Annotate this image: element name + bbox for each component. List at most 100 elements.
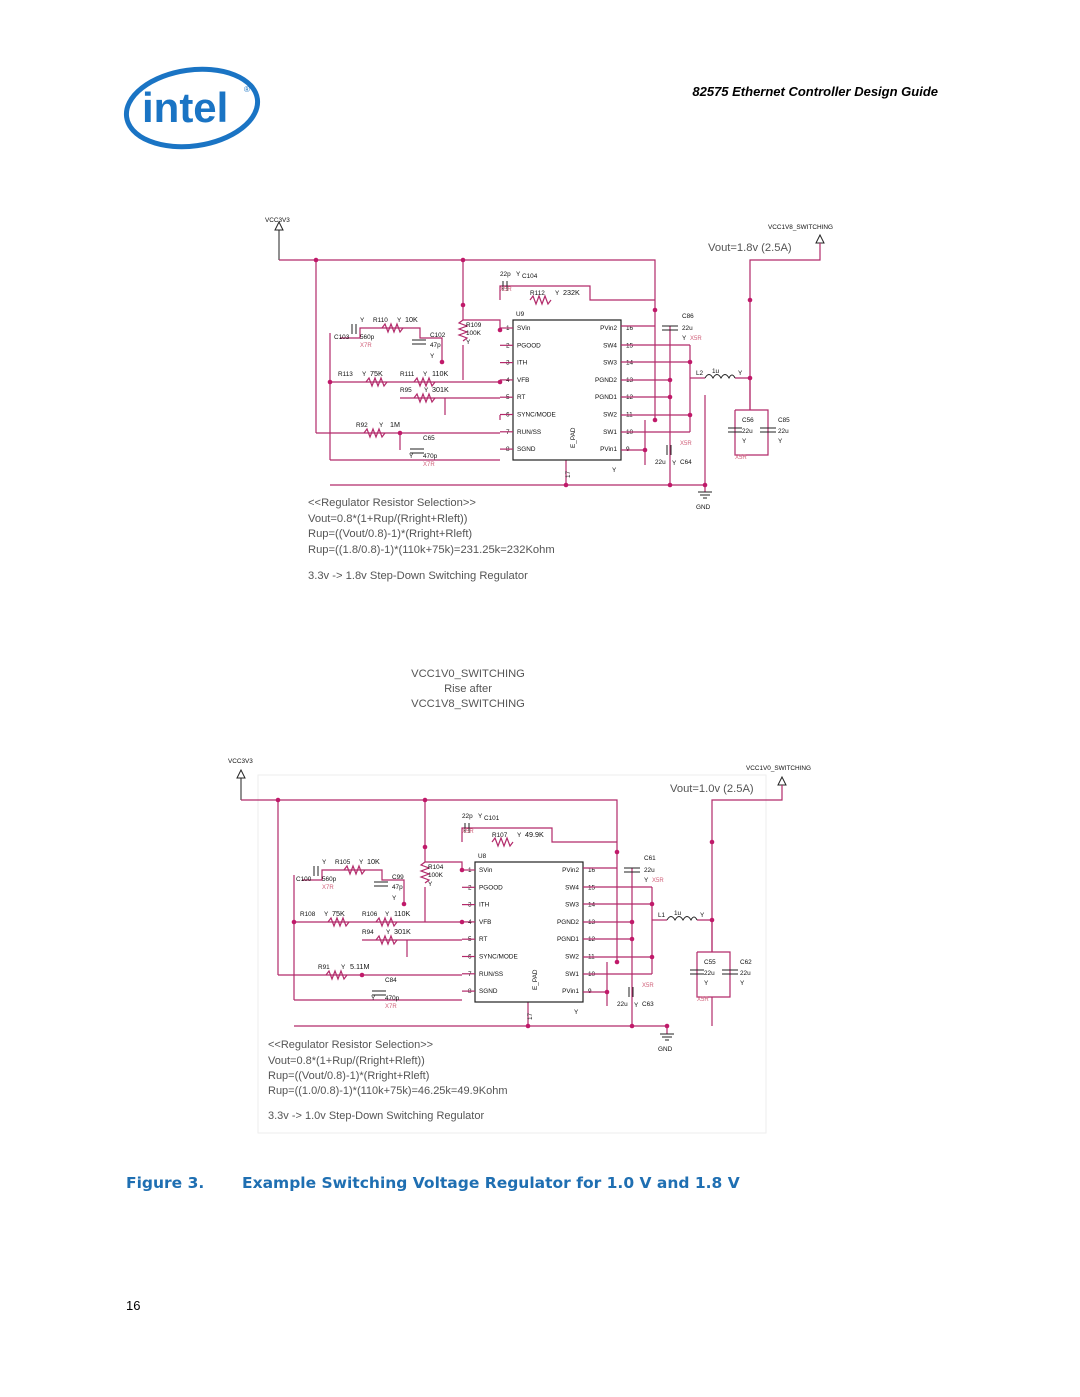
svg-text:22u: 22u xyxy=(644,867,655,874)
svg-text:R111: R111 xyxy=(400,371,415,378)
svg-text:Y: Y xyxy=(324,911,329,918)
svg-text:100K: 100K xyxy=(466,330,482,337)
svg-text:22u: 22u xyxy=(742,428,753,435)
svg-text:Y: Y xyxy=(516,271,521,278)
pin-label-right: PGND1 xyxy=(595,394,617,401)
svg-text:X7R: X7R xyxy=(322,885,334,891)
svg-text:47p: 47p xyxy=(392,884,403,891)
svg-text:Y: Y xyxy=(392,895,397,902)
svg-text:C55: C55 xyxy=(704,959,716,966)
bottom-chip-u8 xyxy=(474,861,584,1003)
svg-text:22p: 22p xyxy=(462,813,473,820)
svg-text:110K: 110K xyxy=(432,369,448,378)
svg-text:470p: 470p xyxy=(385,995,400,1002)
svg-text:75K: 75K xyxy=(332,909,345,918)
pin-label-left: VFB xyxy=(479,919,491,926)
svg-text:10K: 10K xyxy=(367,857,380,866)
svg-text:Y: Y xyxy=(634,1002,639,1009)
bottom-regulator: VCC3V3 VCC1V0_SWITCHING Vout=1.0v (2.5A)… xyxy=(228,758,811,1134)
pin-label-left: VFB xyxy=(517,377,529,384)
svg-text:Y: Y xyxy=(360,317,365,324)
top-note-calc: Rup=((1.8/0.8)-1)*(110k+75k)=231.25k=232… xyxy=(308,544,555,556)
sequence-note-line2: Rise after xyxy=(444,683,492,695)
svg-text:VCC3V3: VCC3V3 xyxy=(228,758,253,765)
svg-text:C63: C63 xyxy=(642,1001,654,1008)
pin-number-right: 16 xyxy=(626,325,634,332)
svg-text:C85: C85 xyxy=(778,417,790,424)
pin-number-right: 14 xyxy=(626,360,634,367)
pin-label-right: PVin2 xyxy=(562,867,579,874)
top-r112-label: R112 xyxy=(530,290,545,297)
svg-text:R94: R94 xyxy=(362,929,374,936)
svg-text:75K: 75K xyxy=(370,369,383,378)
svg-text:110K: 110K xyxy=(394,909,410,918)
svg-text:301K: 301K xyxy=(394,927,411,936)
svg-text:Y: Y xyxy=(778,438,783,445)
pin-label-left: RT xyxy=(479,936,487,943)
pin-label-right: SW1 xyxy=(603,429,617,436)
pin-label-right: SW2 xyxy=(603,412,617,419)
top-chip-u9 xyxy=(512,319,622,461)
svg-text:C64: C64 xyxy=(680,459,692,466)
top-c104-label: C104 xyxy=(522,273,538,280)
svg-text:Y: Y xyxy=(424,387,429,394)
pin-label-right: PGND2 xyxy=(557,919,579,926)
pin-number-right: 14 xyxy=(588,902,596,909)
svg-text:Y: Y xyxy=(574,1009,579,1016)
epad-label: E_PAD xyxy=(570,427,577,448)
pin-label-right: PGND2 xyxy=(595,377,617,384)
top-regulator: VCC3V3 VCC1V8_SWITCHING Vout=1.8v (2.5A)… xyxy=(265,217,833,582)
sequence-note-line3: VCC1V8_SWITCHING xyxy=(411,698,525,710)
svg-text:C103: C103 xyxy=(334,334,350,341)
svg-text:L1: L1 xyxy=(658,912,666,919)
svg-text:49.9K: 49.9K xyxy=(525,830,544,839)
svg-text:Y: Y xyxy=(409,453,414,460)
epad-label: E_PAD xyxy=(532,969,539,990)
svg-text:Y: Y xyxy=(359,859,364,866)
svg-text:C84: C84 xyxy=(385,977,397,984)
logo-text: intel xyxy=(142,84,228,131)
svg-text:X5R: X5R xyxy=(690,336,702,342)
svg-text:X5R: X5R xyxy=(500,287,512,293)
svg-text:Y: Y xyxy=(385,911,390,918)
svg-text:X5R: X5R xyxy=(735,455,747,461)
schematic-figure: VCC3V3 VCC1V8_SWITCHING Vout=1.8v (2.5A)… xyxy=(228,217,833,1134)
top-note-heading: <<Regulator Resistor Selection>> xyxy=(308,497,476,509)
svg-text:R92: R92 xyxy=(356,422,368,429)
top-note-formula: Vout=0.8*(1+Rup/(Rright+Rleft)) xyxy=(308,513,468,525)
svg-text:C65: C65 xyxy=(423,435,435,442)
svg-text:VCC1V0_SWITCHING: VCC1V0_SWITCHING xyxy=(746,765,811,772)
svg-text:R106: R106 xyxy=(362,911,378,918)
svg-text:22u: 22u xyxy=(704,970,715,977)
svg-text:L2: L2 xyxy=(696,370,704,377)
pin-label-left: ITH xyxy=(479,902,490,909)
pin-number-right: 15 xyxy=(626,342,634,349)
epad-pin-number: 17 xyxy=(565,470,572,478)
svg-text:Y: Y xyxy=(428,881,433,888)
pin-label-right: SW2 xyxy=(565,954,579,961)
top-c104-val: 22p xyxy=(500,271,511,278)
svg-text:GND: GND xyxy=(658,1046,673,1053)
pin-label-left: RUN/SS xyxy=(479,971,503,978)
pin-label-left: SYNC/MODE xyxy=(479,954,518,961)
bottom-note-heading: <<Regulator Resistor Selection>> xyxy=(268,1039,433,1051)
svg-text:Y: Y xyxy=(423,371,428,378)
pin-number-right: 12 xyxy=(626,394,634,401)
pin-label-left: RT xyxy=(517,394,525,401)
svg-text:®: ® xyxy=(244,85,250,94)
top-subtitle: 3.3v -> 1.8v Step-Down Switching Regulat… xyxy=(308,570,528,582)
top-vcc1v8-label: VCC1V8_SWITCHING xyxy=(768,224,833,231)
bottom-note-rup: Rup=((Vout/0.8)-1)*(Rright+Rleft) xyxy=(268,1070,429,1082)
sequence-note-line1: VCC1V0_SWITCHING xyxy=(411,668,525,680)
svg-text:1u: 1u xyxy=(674,910,682,917)
svg-text:Y: Y xyxy=(517,832,522,839)
pin-label-left: SVin xyxy=(517,325,531,332)
svg-text:C100: C100 xyxy=(296,876,312,883)
pin-number-right: 16 xyxy=(588,867,596,874)
svg-text:560p: 560p xyxy=(322,876,337,883)
svg-text:Y: Y xyxy=(700,912,705,919)
pin-label-left: RUN/SS xyxy=(517,429,541,436)
svg-text:R91: R91 xyxy=(318,964,330,971)
intel-logo: intel ® xyxy=(123,66,261,150)
svg-text:22u: 22u xyxy=(682,325,693,332)
